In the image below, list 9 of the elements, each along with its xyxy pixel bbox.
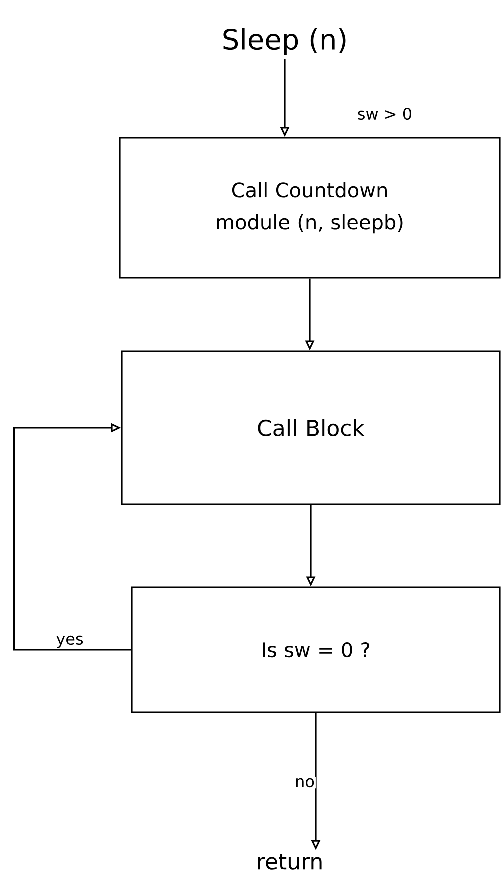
edge-label: sw > 0 <box>356 106 414 122</box>
edge-label: no <box>294 777 316 789</box>
edge-label: yes <box>55 634 85 650</box>
terminal-label: return <box>258 854 322 870</box>
arrow <box>13 423 132 651</box>
terminal-label: Sleep (n) <box>224 28 346 56</box>
process-box: Is sw = 0 ? <box>131 586 501 714</box>
process-box: Call Block <box>121 350 501 506</box>
process-box: Call Countdown module (n, sleepb) <box>119 137 501 279</box>
